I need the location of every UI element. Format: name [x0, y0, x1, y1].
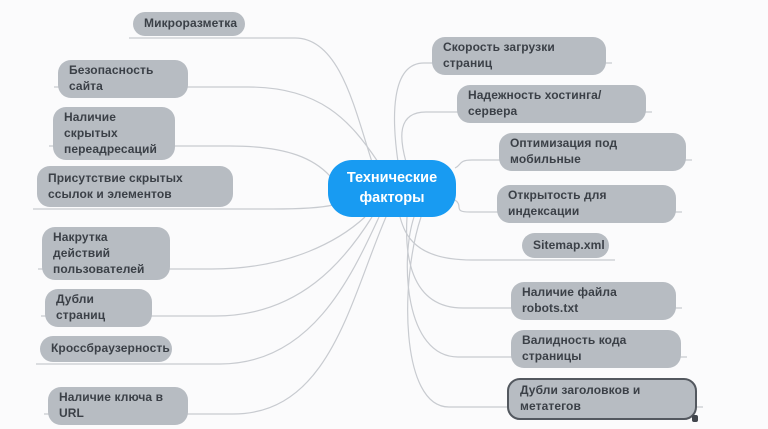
node-page-load-speed[interactable]: Скорость загрузки страниц — [432, 37, 606, 75]
branch-line — [44, 216, 387, 415]
branch-line — [401, 111, 652, 163]
node-hidden-redirects[interactable]: Наличие скрытых переадресаций — [53, 107, 175, 161]
node-url-key[interactable]: Наличие ключа в URL — [48, 387, 188, 425]
branch-line — [393, 62, 612, 163]
node-cross-browser[interactable]: Кроссбраузерность — [40, 336, 172, 362]
branch-line — [406, 216, 682, 309]
node-sitemap-xml[interactable]: Sitemap.xml — [522, 233, 609, 258]
node-label: Дубли заголовков и метатегов — [520, 383, 641, 413]
node-code-validity[interactable]: Валидность кода страницы — [511, 330, 681, 368]
node-micro-markup[interactable]: Микроразметка — [133, 12, 245, 36]
node-duplicate-pages[interactable]: Дубли страниц — [45, 289, 152, 327]
node-user-action-fraud[interactable]: Накрутка действий пользователей — [42, 227, 170, 281]
node-hosting-reliability[interactable]: Надежность хостинга/сервера — [457, 85, 646, 123]
branch-line — [454, 159, 692, 169]
node-mobile-optimization[interactable]: Оптимизация под мобильные — [499, 133, 686, 171]
selection-handle-dot — [692, 414, 698, 422]
branch-line — [407, 216, 703, 408]
branch-line — [33, 204, 334, 210]
branch-line — [41, 216, 373, 317]
node-robots-txt[interactable]: Наличие файла robots.txt — [511, 282, 676, 320]
branch-line — [49, 145, 331, 177]
branch-line — [406, 216, 687, 358]
center-topic-node[interactable]: Технические факторы — [328, 160, 456, 217]
branch-line — [129, 37, 373, 163]
branch-line — [454, 199, 682, 213]
branch-line — [54, 86, 379, 163]
node-hidden-links-elements[interactable]: Присутствие скрытых ссылок и элементов — [37, 166, 233, 207]
branch-line — [399, 216, 615, 261]
node-indexing-openness[interactable]: Открытость для индексации — [497, 185, 676, 223]
branch-line — [36, 216, 380, 365]
node-duplicate-titles-meta[interactable]: Дубли заголовков и метатегов — [507, 378, 698, 422]
branch-line — [38, 216, 366, 270]
node-site-security[interactable]: Безопасность сайта — [58, 60, 188, 98]
